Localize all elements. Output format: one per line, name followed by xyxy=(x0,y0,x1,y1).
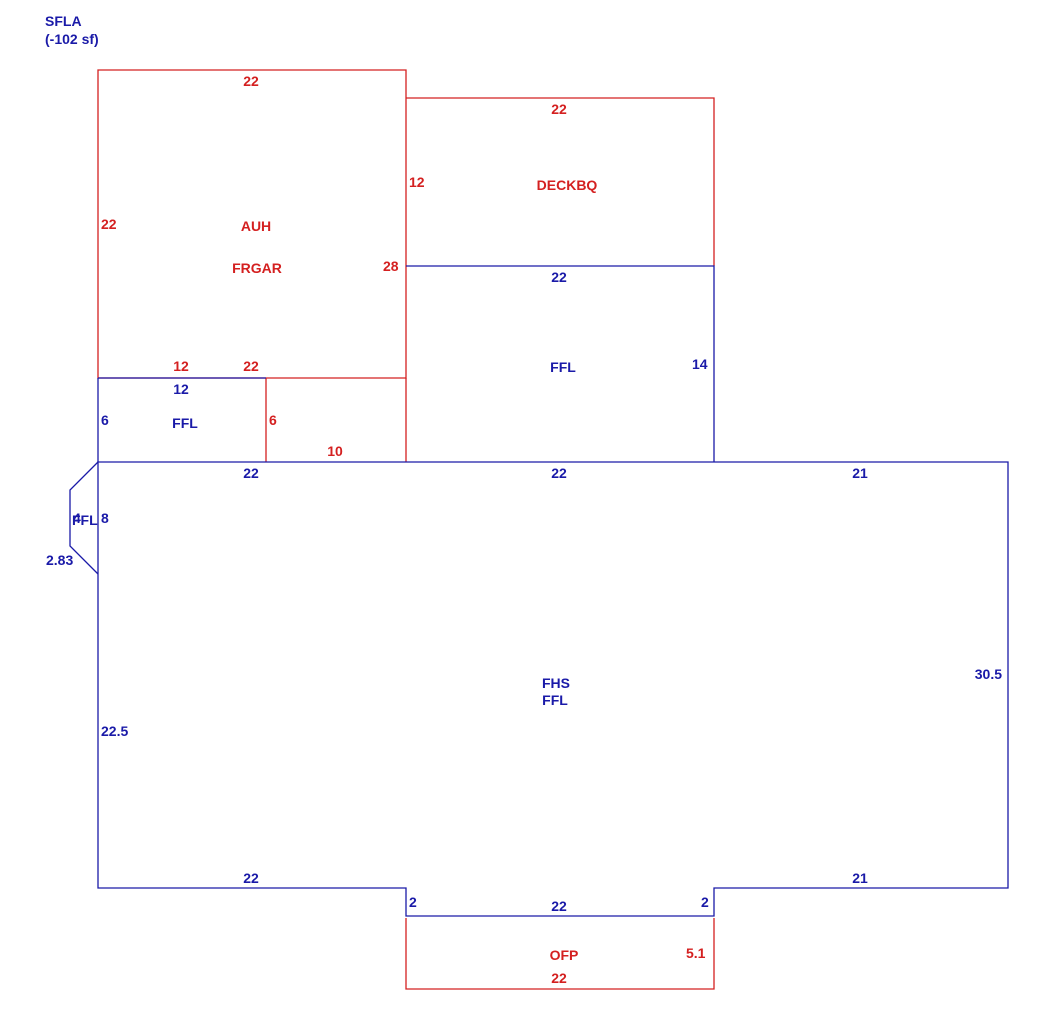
garage-bottom-dim-a: 12 xyxy=(173,358,189,374)
main-bottom-right-dim: 21 xyxy=(852,870,868,886)
upper-ffl-right-dim: 14 xyxy=(692,356,708,372)
main-step-left-dim: 2 xyxy=(409,894,417,910)
sfla-subtitle: (-102 sf) xyxy=(45,31,99,47)
porch-right-dim: 5.1 xyxy=(686,945,706,961)
bay-window-outline xyxy=(69,461,99,575)
porch-outline xyxy=(405,918,715,990)
small-ffl-outline xyxy=(97,377,266,462)
garage-left-dim: 22 xyxy=(101,216,117,232)
garage-bottom-dim-b: 22 xyxy=(243,358,259,374)
main-top-left-dim: 22 xyxy=(243,465,259,481)
main-left-dim: 22.5 xyxy=(101,723,128,739)
garage-top-dim: 22 xyxy=(243,73,259,89)
deck-left-dim: 12 xyxy=(409,174,425,190)
garage-code-frgar: FRGAR xyxy=(232,260,282,276)
small-ffl-code: FFL xyxy=(172,415,198,431)
main-code-ffl: FFL xyxy=(542,692,568,708)
main-house-outline xyxy=(97,461,1009,917)
small-ffl-left-dim: 6 xyxy=(101,412,109,428)
main-bottom-left-dim: 22 xyxy=(243,870,259,886)
small-ffl-right-dim: 6 xyxy=(269,412,277,428)
garage-right-dim: 28 xyxy=(383,258,399,274)
deck-code: DECKBQ xyxy=(537,177,598,193)
bay-code: FFL xyxy=(72,512,98,528)
garage-code-auh: AUH xyxy=(241,218,271,234)
small-ffl-bottom-dim: 10 xyxy=(327,443,343,459)
main-top-right-dim: 21 xyxy=(852,465,868,481)
small-ffl-top-dim: 12 xyxy=(173,381,189,397)
bay-diag-dim: 2.83 xyxy=(46,552,73,568)
porch-bottom-dim: 22 xyxy=(551,970,567,986)
main-right-dim: 30.5 xyxy=(975,666,1002,682)
deck-outline xyxy=(406,97,715,266)
upper-ffl-code: FFL xyxy=(550,359,576,375)
main-code-fhs: FHS xyxy=(542,675,570,691)
main-step-right-dim: 2 xyxy=(701,894,709,910)
upper-ffl-outline xyxy=(406,265,715,462)
sfla-title: SFLA xyxy=(45,13,82,29)
deck-top-dim: 22 xyxy=(551,101,567,117)
porch-code: OFP xyxy=(550,947,579,963)
garage-extension-outline xyxy=(265,378,407,462)
main-bottom-mid-dim: 22 xyxy=(551,898,567,914)
bay-side-dim: 8 xyxy=(101,510,109,526)
main-top-mid-dim: 22 xyxy=(551,465,567,481)
upper-ffl-top-dim: 22 xyxy=(551,269,567,285)
bay-small-dim: 4 xyxy=(73,510,81,526)
